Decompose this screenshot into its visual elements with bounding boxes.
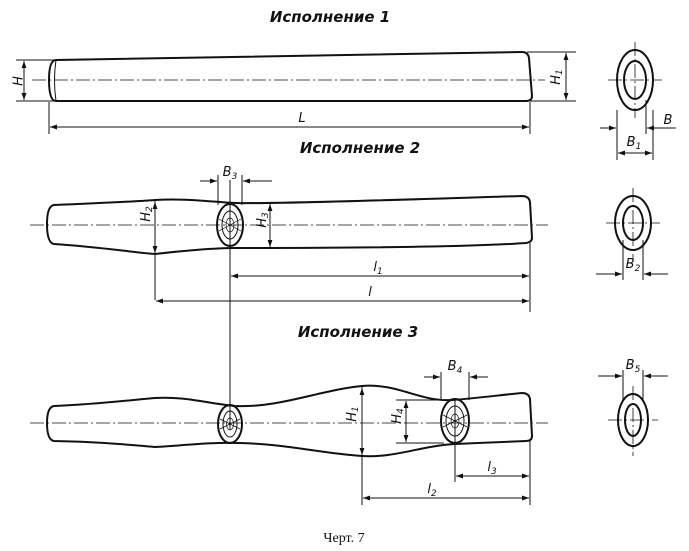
dim-label-B1: B1 (627, 135, 642, 152)
title-version-2: Исполнение 2 (300, 139, 420, 157)
dim-label-l2: l2 (427, 482, 437, 499)
dim-label-H4: H4 (390, 408, 406, 424)
section-version-1 (600, 42, 676, 160)
handle-version-1 (16, 50, 576, 134)
dim-label-B4: B4 (448, 359, 463, 376)
dim-label-B2: B2 (626, 257, 641, 274)
dim-label-H2: H2 (139, 206, 155, 222)
section-version-2 (596, 188, 668, 280)
dim-label-H: H (12, 76, 27, 86)
dim-label-B3: B3 (223, 165, 238, 182)
dim-label-B: B (664, 113, 673, 128)
title-version-3: Исполнение 3 (298, 323, 418, 341)
dim-label-H3: H3 (255, 212, 271, 228)
dim-label-L: L (298, 111, 305, 126)
section-version-3 (598, 370, 668, 456)
dim-label-B5: B5 (626, 358, 641, 375)
dim-label-H1-v3: H1 (345, 406, 361, 422)
handle-version-2 (30, 175, 548, 430)
dim-label-H1: H1 (549, 69, 565, 85)
figure-caption: Черт. 7 (323, 531, 364, 546)
handle-version-3 (30, 372, 548, 505)
title-version-1: Исполнение 1 (270, 8, 390, 26)
dim-label-l: l (368, 285, 372, 300)
dim-label-l1: l1 (373, 260, 382, 277)
dim-label-l3: l3 (487, 460, 497, 477)
